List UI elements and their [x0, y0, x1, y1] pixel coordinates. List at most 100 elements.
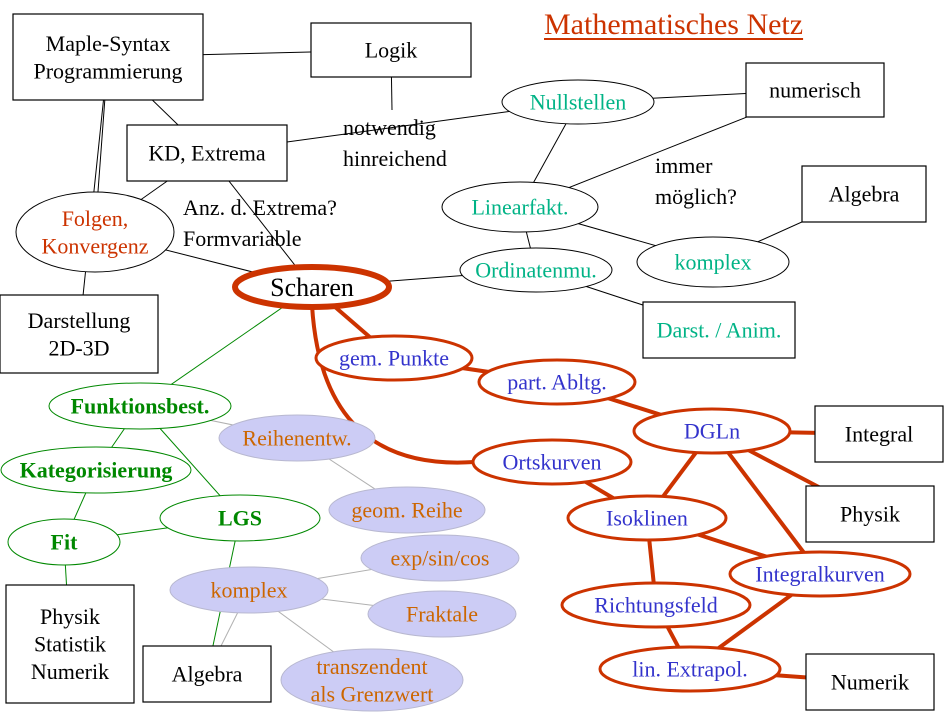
node-numerik[interactable]: Numerik — [805, 653, 935, 711]
node-ellipse — [7, 518, 121, 566]
node-label: Statistik — [34, 632, 106, 657]
node-ellipse — [598, 645, 782, 693]
node-komplex1[interactable]: komplex — [636, 236, 790, 288]
annotation-anzahl-extrema: Anz. d. Extrema? Formvariable — [183, 192, 337, 254]
annotation-line: notwendig — [343, 115, 436, 140]
node-reihen[interactable]: Reihenentw. — [218, 414, 376, 462]
node-ellipse — [232, 264, 392, 310]
node-label: Darstellung — [28, 308, 131, 333]
node-ellipse — [471, 438, 633, 486]
node-box — [801, 165, 927, 223]
node-label: Kategorisierung — [20, 458, 173, 483]
node-label: lin. Extrapol. — [632, 657, 747, 682]
node-ellipse — [459, 247, 613, 293]
node-label: Numerik — [831, 670, 909, 695]
node-label: Programmierung — [33, 58, 182, 83]
node-ordin[interactable]: Ordinatenmu. — [459, 247, 613, 293]
node-scharen[interactable]: Scharen — [232, 264, 392, 310]
node-label: Integralkurven — [755, 562, 885, 587]
node-linextra[interactable]: lin. Extrapol. — [598, 645, 782, 693]
node-geomr[interactable]: geom. Reihe — [328, 486, 486, 534]
node-ellipse — [501, 79, 655, 125]
node-box — [142, 645, 272, 703]
annotation-line: Formvariable — [183, 226, 302, 251]
node-numerisch[interactable]: numerisch — [745, 62, 885, 118]
node-ellipse — [560, 581, 752, 629]
node-box — [642, 301, 796, 359]
node-label: Algebra — [829, 182, 900, 207]
node-ellipse — [48, 382, 232, 430]
node-label: numerisch — [769, 78, 861, 103]
annotation-notwendig-hinreichend: notwendig hinreichend — [343, 112, 447, 174]
node-box — [12, 13, 204, 101]
node-integral[interactable]: Integral — [814, 405, 944, 463]
node-label: Ordinatenmu. — [475, 258, 597, 283]
node-label: Konvergenz — [41, 233, 148, 258]
node-label: exp/sin/cos — [391, 546, 490, 571]
node-isokl[interactable]: Isoklinen — [566, 494, 728, 542]
node-label: Linearfakt. — [471, 195, 568, 220]
node-label: Ortskurven — [503, 450, 602, 475]
node-gempunkte[interactable]: gem. Punkte — [314, 334, 474, 382]
annotation-immer-moeglich: immer möglich? — [655, 150, 737, 212]
node-label: Folgen, — [62, 206, 129, 231]
node-fit[interactable]: Fit — [7, 518, 121, 566]
node-lgs[interactable]: LGS — [159, 494, 321, 542]
node-ellipse — [632, 407, 792, 455]
node-label: Algebra — [172, 662, 243, 687]
node-komplex2[interactable]: komplex — [169, 566, 329, 614]
node-label: Fit — [51, 530, 79, 555]
node-ortsk[interactable]: Ortskurven — [471, 438, 633, 486]
node-partabl[interactable]: part. Abltg. — [477, 358, 637, 406]
node-label: transzendent — [316, 654, 427, 679]
node-label: Isoklinen — [606, 506, 688, 531]
node-box — [310, 22, 472, 78]
node-ellipse — [728, 550, 912, 598]
node-label: Darst. / Anim. — [657, 318, 782, 343]
node-algebra2[interactable]: Algebra — [142, 645, 272, 703]
node-intkurv[interactable]: Integralkurven — [728, 550, 912, 598]
node-label: Fraktale — [406, 602, 478, 627]
node-linfakt[interactable]: Linearfakt. — [441, 181, 599, 233]
node-label: Reihenentw. — [242, 426, 351, 451]
node-funktb[interactable]: Funktionsbest. — [48, 382, 232, 430]
node-physik[interactable]: Physik — [805, 485, 935, 543]
node-ellipse — [441, 181, 599, 233]
node-ellipse — [280, 648, 464, 712]
node-label: Funktionsbest. — [71, 394, 210, 419]
node-logik[interactable]: Logik — [310, 22, 472, 78]
node-label: Numerik — [31, 659, 109, 684]
node-darstanim[interactable]: Darst. / Anim. — [642, 301, 796, 359]
node-label: Richtungsfeld — [594, 593, 717, 618]
node-richt[interactable]: Richtungsfeld — [560, 581, 752, 629]
node-kateg[interactable]: Kategorisierung — [0, 446, 192, 494]
node-nullst[interactable]: Nullstellen — [501, 79, 655, 125]
node-ellipse — [0, 446, 192, 494]
node-label: Logik — [365, 38, 418, 63]
diagram-title: Mathematisches Netz — [544, 8, 804, 41]
node-label: gem. Punkte — [339, 346, 449, 371]
node-folgen[interactable]: Folgen,Konvergenz — [15, 191, 175, 273]
node-fraktale[interactable]: Fraktale — [367, 590, 517, 638]
node-dgln[interactable]: DGLn — [632, 407, 792, 455]
node-label: KD, Extrema — [148, 141, 266, 166]
node-label: Physik — [840, 502, 900, 527]
node-algebra1[interactable]: Algebra — [801, 165, 927, 223]
node-ellipse — [15, 191, 175, 273]
node-label: Integral — [845, 422, 913, 447]
node-ellipse — [566, 494, 728, 542]
node-ellipse — [159, 494, 321, 542]
node-expsin[interactable]: exp/sin/cos — [360, 534, 520, 582]
node-label: als Grenzwert — [311, 681, 434, 706]
node-box — [126, 124, 288, 182]
node-label: Maple-Syntax — [46, 31, 171, 56]
annotation-line: Anz. d. Extrema? — [183, 195, 337, 220]
node-label: part. Abltg. — [507, 370, 607, 395]
node-kd[interactable]: KD, Extrema — [126, 124, 288, 182]
annotation-line: immer — [655, 153, 713, 178]
